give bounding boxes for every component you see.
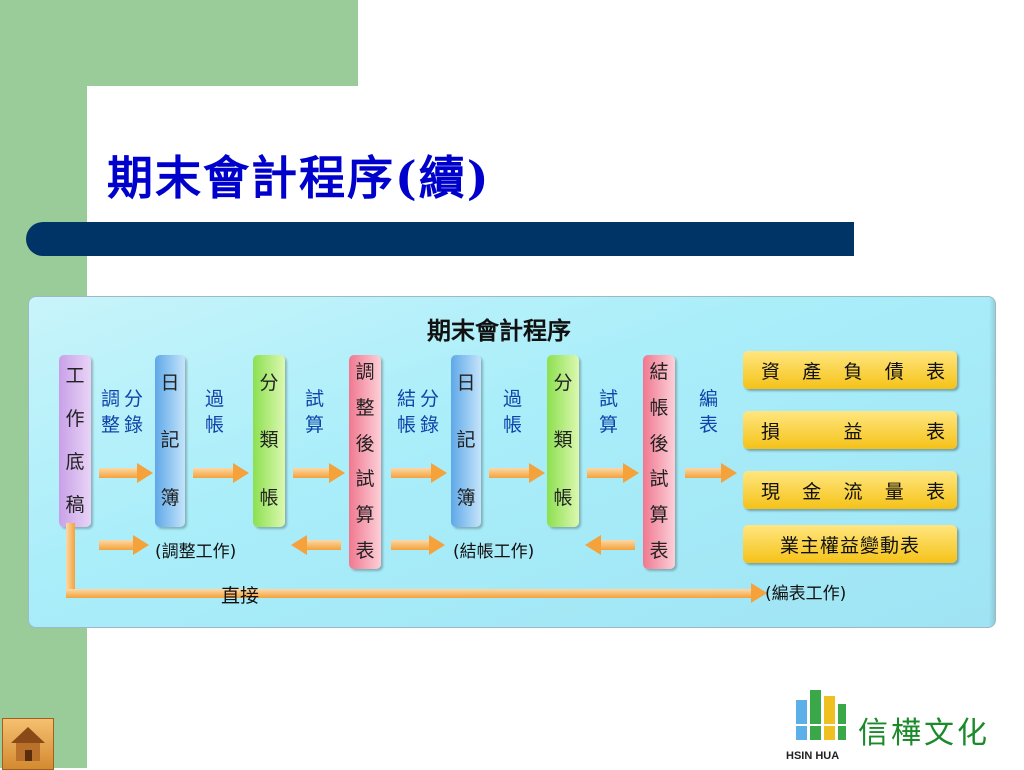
journal-box-2: 日 記 簿: [451, 355, 481, 527]
trial-label-2: 試算: [599, 388, 619, 436]
direct-arrow-vertical: [66, 523, 75, 598]
adjusted-trial-balance-box: 調 整 後 試 算 表: [349, 355, 381, 569]
adjusting-arrow-left: [291, 535, 341, 555]
adjusting-entries-label: 調整 分錄: [101, 388, 144, 436]
closing-work-note: (結帳工作): [453, 542, 535, 562]
diagram-title: 期末會計程序: [427, 317, 571, 345]
adjusting-work-note: (調整工作): [155, 542, 237, 562]
arrow-to-journal2: [391, 463, 447, 483]
journal-box-1: 日 記 簿: [155, 355, 185, 527]
arrow-to-statements: [685, 463, 737, 483]
logo-chinese: 信樺文化: [858, 716, 990, 751]
arrow-to-ledger2: [489, 463, 545, 483]
direct-arrow-head: [751, 583, 767, 603]
logo-english: HSIN HUA: [786, 750, 840, 762]
publisher-logo: [794, 690, 848, 750]
closing-arrow-right: [391, 535, 445, 555]
trial-label-1: 試算: [305, 388, 325, 436]
statement-work-note: (編表工作): [765, 584, 847, 604]
statement-income-statement: 損益表: [743, 411, 957, 449]
home-icon[interactable]: [2, 718, 54, 770]
adjusting-arrow-right: [99, 535, 149, 555]
ledger-box-2: 分 類 帳: [547, 355, 579, 527]
post-label-2: 過帳: [503, 388, 523, 436]
arrow-to-adjusted-tb: [293, 463, 345, 483]
top-decoration: [0, 0, 358, 86]
statement-cash-flow: 現金流量表: [743, 471, 957, 509]
statement-balance-sheet: 資產負債表: [743, 351, 957, 389]
arrow-to-post-closing-tb: [587, 463, 639, 483]
prepare-label: 編表: [699, 388, 719, 436]
accounting-process-diagram: 期末會計程序 工 作 底 稿 調整 分錄 日 記 簿 過帳 分 類 帳 試算 調…: [28, 296, 996, 628]
post-closing-trial-balance-box: 結 帳 後 試 算 表: [643, 355, 675, 569]
worksheet-box: 工 作 底 稿: [59, 355, 91, 527]
closing-arrow-left: [585, 535, 635, 555]
arrow-to-ledger1: [193, 463, 249, 483]
direct-label: 直接: [221, 585, 260, 607]
title-underline-bar: [26, 222, 854, 256]
direct-arrow-horizontal: [66, 589, 756, 598]
closing-entries-label: 結帳 分錄: [397, 388, 440, 436]
ledger-box-1: 分 類 帳: [253, 355, 285, 527]
post-label-1: 過帳: [205, 388, 225, 436]
arrow-to-journal1: [99, 463, 153, 483]
statement-owners-equity: 業主權益變動表: [743, 525, 957, 563]
slide-title: 期末會計程序(續): [107, 151, 491, 205]
